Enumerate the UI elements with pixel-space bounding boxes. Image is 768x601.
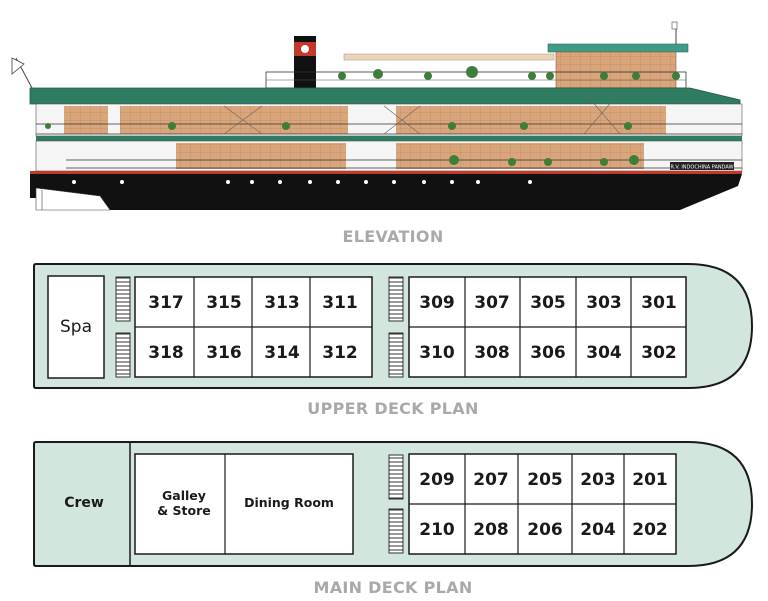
cabin-number: 203 — [580, 470, 616, 490]
spa-room — [47, 275, 105, 379]
cabin-number: 314 — [264, 343, 300, 363]
cabin-number: 301 — [641, 293, 677, 313]
cabin-number: 317 — [148, 293, 184, 313]
stairs — [388, 276, 404, 322]
main-cabin-block — [176, 143, 346, 169]
cabin-number: 318 — [148, 343, 184, 363]
stairs — [388, 508, 404, 554]
cabin-number: 302 — [641, 343, 677, 363]
hull — [30, 174, 742, 210]
name-plate — [670, 162, 734, 170]
cabin-number: 311 — [322, 293, 358, 313]
cabin-number: 209 — [419, 470, 455, 490]
stern-platform — [35, 187, 111, 211]
sun-deck-awning — [343, 53, 555, 61]
cabin-number: 303 — [586, 293, 622, 313]
upper-cabin-block — [120, 106, 348, 134]
upper-deck-caption: UPPER DECK PLAN — [307, 399, 478, 418]
cabin-number: 206 — [527, 520, 563, 540]
cabin-number: 312 — [322, 343, 358, 363]
crew-label: Crew — [64, 495, 104, 511]
stairs — [115, 332, 131, 378]
stairs — [388, 454, 404, 500]
cabin-number: 306 — [530, 343, 566, 363]
funnel — [294, 36, 316, 88]
cabin-number: 307 — [474, 293, 510, 313]
elevation-drawing: R.V. INDOCHINA PANDAW — [11, 21, 743, 211]
cabin-number: 310 — [419, 343, 455, 363]
hull-stripe — [30, 171, 742, 174]
mid-roof-strip — [36, 136, 742, 141]
elevation-caption: ELEVATION — [342, 227, 443, 246]
upper-roof — [29, 87, 741, 105]
cabin-number: 201 — [632, 470, 668, 490]
top-deck-plants — [338, 66, 680, 80]
dining-room-label: Dining Room — [244, 495, 334, 510]
portholes — [72, 180, 532, 184]
cabin-number: 304 — [586, 343, 622, 363]
galley-dining-block — [134, 453, 354, 555]
main-deck-plan: Crew Galley & Store Dining Room 209 207 … — [33, 441, 754, 567]
cabin-number: 316 — [206, 343, 242, 363]
main-cabin-block — [396, 143, 644, 169]
cabin-number: 313 — [264, 293, 300, 313]
cabin-number: 204 — [580, 520, 616, 540]
upper-cabin-block — [396, 106, 666, 134]
upper-deck-rigging — [223, 91, 621, 135]
cabin-number: 207 — [473, 470, 509, 490]
name-plate-text: R.V. INDOCHINA PANDAW — [670, 165, 733, 171]
cabin-number: 309 — [419, 293, 455, 313]
spa-label: Spa — [60, 317, 92, 337]
stairs — [115, 276, 131, 322]
cabin-number: 315 — [206, 293, 242, 313]
stern-flag-icon — [11, 57, 33, 89]
upper-cabin-block — [64, 106, 108, 134]
bow-flag-icon — [671, 21, 678, 46]
upper-deck-plan: Spa 317 315 313 311 309 307 — [33, 263, 754, 389]
main-deck-plants — [45, 122, 639, 166]
wheelhouse — [555, 51, 677, 89]
cabin-number: 305 — [530, 293, 566, 313]
cabin-number: 208 — [473, 520, 509, 540]
stairs — [388, 332, 404, 378]
galley-label-line2: & Store — [157, 503, 210, 518]
wheelhouse-roof — [547, 43, 689, 53]
cabin-number: 202 — [632, 520, 668, 540]
main-deck-caption: MAIN DECK PLAN — [313, 578, 472, 597]
galley-label-line1: Galley — [162, 488, 206, 503]
upper-deck-rail — [36, 123, 742, 135]
cabin-number: 205 — [527, 470, 563, 490]
cabin-number: 210 — [419, 520, 455, 540]
cabin-number: 308 — [474, 343, 510, 363]
